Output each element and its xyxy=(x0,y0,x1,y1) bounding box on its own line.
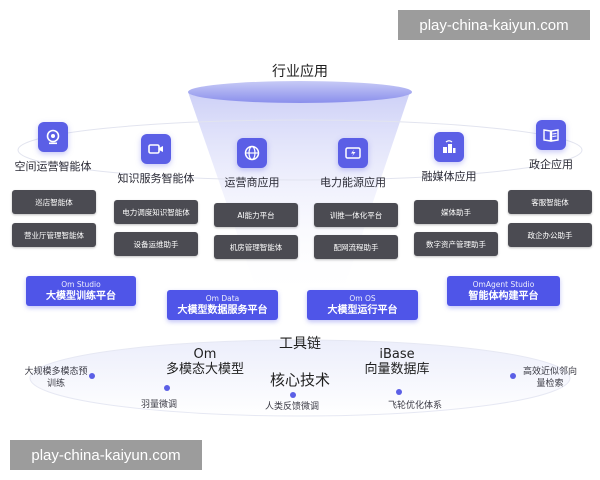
category-label: 电力能源应用 xyxy=(320,176,386,189)
category-label: 知识服务智能体 xyxy=(117,172,195,185)
category-label: 运营商应用 xyxy=(224,176,280,189)
om-line1: Om xyxy=(193,347,217,362)
app-box: 媒体助手 xyxy=(414,200,498,224)
ibase-block: iBase 向量数据库 xyxy=(352,347,442,377)
app-box: 巡店智能体 xyxy=(12,190,96,214)
app-box: 客服智能体 xyxy=(508,190,592,214)
core-base-ellipse xyxy=(30,340,570,416)
app-box: 电力调度知识智能体 xyxy=(114,200,198,224)
industry-title: 行业应用 xyxy=(272,64,328,80)
platform-om-os[interactable]: Om OS 大模型运行平台 xyxy=(307,290,418,320)
app-box: 设备运维助手 xyxy=(114,232,198,256)
globe-icon xyxy=(244,145,260,161)
watermark-top: play-china-kaiyun.com xyxy=(398,10,590,40)
ibase-line2: 向量数据库 xyxy=(364,362,430,377)
platform-zh: 大模型运行平台 xyxy=(327,304,398,316)
app-box: 营业厅管理智能体 xyxy=(12,223,96,247)
battery-icon xyxy=(345,147,361,159)
funnel-shape xyxy=(188,92,410,300)
watermark-text: play-china-kaiyun.com xyxy=(31,446,181,464)
platform-en: Om OS xyxy=(349,293,376,303)
app-box: AI能力平台 xyxy=(214,203,298,227)
platform-zh: 智能体构建平台 xyxy=(468,290,539,302)
core-tech-title: 核心技术 xyxy=(269,370,330,389)
feature-label: 飞轮优化体系 xyxy=(388,401,443,411)
camera-icon xyxy=(46,129,60,145)
feature-label: 高效近似邻向量检索 xyxy=(522,367,577,389)
category-icon-space xyxy=(38,122,68,152)
watermark-bottom: play-china-kaiyun.com xyxy=(10,440,202,470)
category-label: 融媒体应用 xyxy=(421,170,477,183)
platform-zh: 大模型数据服务平台 xyxy=(177,304,268,316)
platform-en: Om Studio xyxy=(61,279,101,289)
feature-label: 大规模多模态预训练 xyxy=(24,367,88,389)
platform-en: Om Data xyxy=(205,293,240,303)
category-icon-media xyxy=(434,132,464,162)
watermark-text: play-china-kaiyun.com xyxy=(419,16,569,34)
feature-label: 人类反馈微调 xyxy=(265,402,320,412)
app-box: 政企办公助手 xyxy=(508,223,592,247)
funnel-top-ellipse xyxy=(188,81,412,103)
ibase-line1: iBase xyxy=(379,347,415,362)
platform-omagent-studio[interactable]: OmAgent Studio 智能体构建平台 xyxy=(447,276,560,306)
app-box: 配网流程助手 xyxy=(314,235,398,259)
media-icon xyxy=(443,140,456,153)
platform-om-studio[interactable]: Om Studio 大模型训练平台 xyxy=(26,276,136,306)
feature-dot xyxy=(290,392,296,398)
app-box: 训推一体化平台 xyxy=(314,203,398,227)
feature-dot xyxy=(396,389,402,395)
feature-label: 羽量微调 xyxy=(141,400,178,410)
feature-dot xyxy=(510,373,516,379)
category-label: 空间运营智能体 xyxy=(14,160,92,173)
app-box: 数字资产管理助手 xyxy=(414,232,498,256)
platform-om-data[interactable]: Om Data 大模型数据服务平台 xyxy=(167,290,278,320)
category-label: 政企应用 xyxy=(529,158,573,171)
app-box: 机房管理智能体 xyxy=(214,235,298,259)
video-camera-icon xyxy=(148,144,163,154)
om-line2: 多模态大模型 xyxy=(165,362,244,377)
book-icon xyxy=(543,129,559,142)
feature-dot xyxy=(164,385,170,391)
platform-zh: 大模型训练平台 xyxy=(46,290,116,302)
category-icon-operator xyxy=(237,138,267,168)
category-icon-energy xyxy=(338,138,368,168)
category-icon-gov xyxy=(536,120,566,150)
core-base-outline xyxy=(29,339,571,417)
om-model-block: Om 多模态大模型 xyxy=(160,347,250,377)
feature-dot xyxy=(89,373,95,379)
category-icon-knowledge xyxy=(141,134,171,164)
orbit-ellipse xyxy=(17,119,583,181)
platform-en: OmAgent Studio xyxy=(472,279,535,289)
toolchain-label: 工具链 xyxy=(279,336,321,352)
